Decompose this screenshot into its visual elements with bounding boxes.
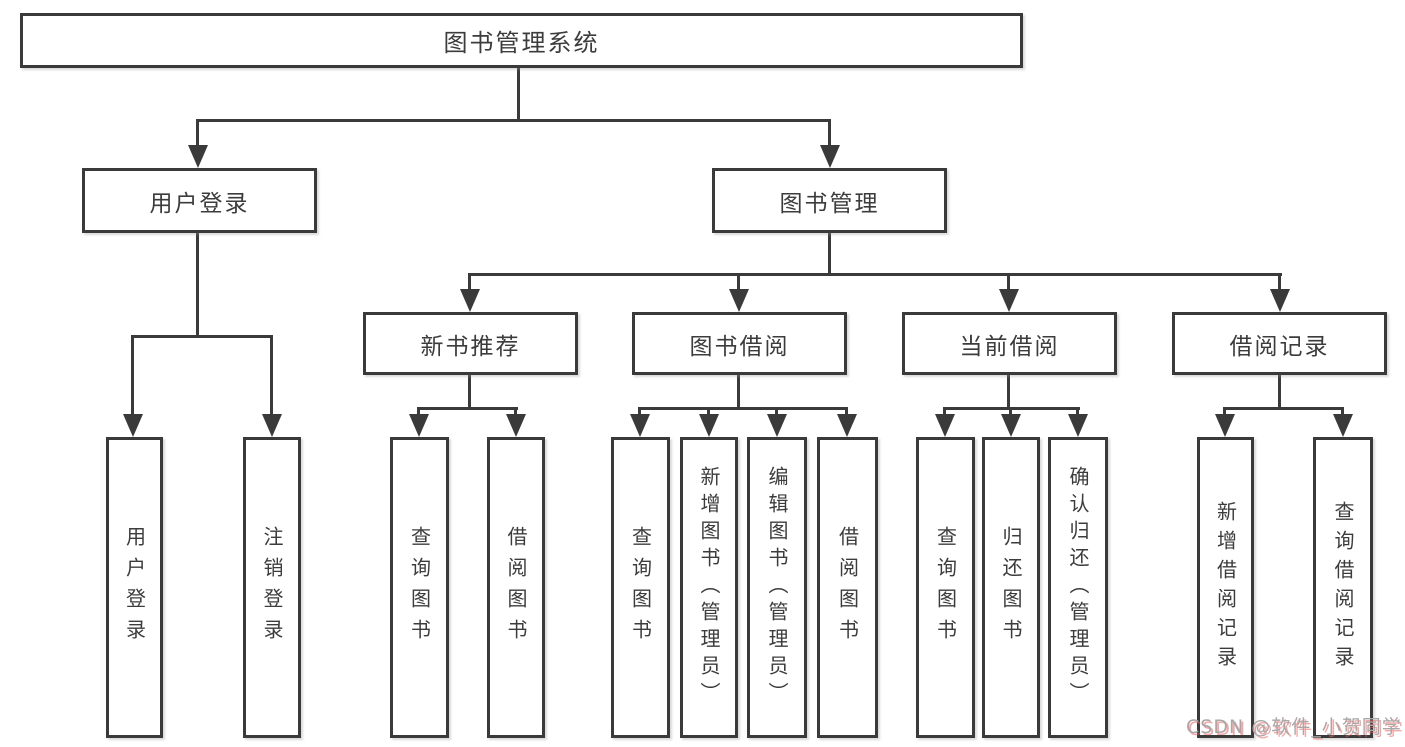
node-new-book-recommend: 新书推荐 [363, 312, 578, 375]
connector-line [196, 233, 199, 337]
node-user-login: 用户登录 [82, 168, 317, 233]
leaf-record-query-label: 查询借阅记录 [1331, 500, 1355, 675]
leaf-borrow-add-admin-label: 新增图书（管理员） [697, 466, 721, 709]
arrowhead-icon [837, 414, 857, 437]
node-new-book-recommend-label: 新书推荐 [420, 333, 521, 360]
arrowhead-icon [935, 414, 955, 437]
leaf-newbook-borrow: 借阅图书 [487, 437, 545, 738]
arrowhead-icon [820, 145, 840, 168]
leaf-user-login: 用户登录 [106, 437, 163, 738]
node-root: 图书管理系统 [20, 13, 1023, 68]
node-borrow-records: 借阅记录 [1172, 312, 1387, 375]
node-root-label: 图书管理系统 [443, 29, 600, 57]
connector-line [737, 273, 740, 293]
arrowhead-icon [188, 145, 208, 168]
leaf-newbook-borrow-label: 借阅图书 [504, 525, 528, 650]
connector-line [828, 119, 831, 150]
arrowhead-icon [460, 289, 480, 312]
node-book-management: 图书管理 [712, 168, 947, 233]
connector-line [468, 375, 471, 410]
leaf-borrow-edit-admin-label: 编辑图书（管理员） [765, 466, 789, 709]
leaf-current-query: 查询图书 [916, 437, 975, 738]
connector-line [468, 273, 1282, 276]
connector-line [468, 273, 471, 293]
connector-line [1278, 273, 1281, 293]
arrowhead-icon [630, 414, 650, 437]
connector-line [638, 407, 848, 410]
leaf-logout-label: 注销登录 [260, 525, 284, 650]
connector-line [1223, 407, 1344, 410]
arrowhead-icon [262, 414, 282, 437]
leaf-current-return-label: 归还图书 [999, 525, 1023, 650]
arrowhead-icon [506, 414, 526, 437]
node-book-borrow-label: 图书借阅 [689, 333, 790, 360]
leaf-borrow-add-admin: 新增图书（管理员） [680, 437, 738, 738]
arrowhead-icon [767, 414, 787, 437]
leaf-record-add-label: 新增借阅记录 [1213, 500, 1238, 675]
connector-line [517, 68, 520, 122]
leaf-logout: 注销登录 [243, 437, 301, 738]
connector-line [196, 119, 831, 122]
connector-line [1278, 375, 1281, 410]
arrowhead-icon [1068, 414, 1088, 437]
leaf-borrow-borrow-label: 借阅图书 [835, 525, 860, 650]
node-current-borrow: 当前借阅 [902, 312, 1117, 375]
leaf-current-return: 归还图书 [982, 437, 1040, 738]
connector-line [270, 335, 273, 418]
connector-line [417, 407, 518, 410]
leaf-borrow-query-label: 查询图书 [628, 525, 653, 650]
arrowhead-icon [999, 289, 1019, 312]
node-borrow-records-label: 借阅记录 [1229, 333, 1330, 360]
arrowhead-icon [123, 414, 143, 437]
node-user-login-label: 用户登录 [149, 190, 250, 217]
connector-line [737, 375, 740, 410]
connector-line [828, 233, 831, 276]
connector-line [1007, 273, 1010, 293]
arrowhead-icon [1270, 289, 1290, 312]
leaf-user-login-label: 用户登录 [122, 525, 147, 650]
leaf-borrow-borrow: 借阅图书 [817, 437, 878, 738]
node-book-borrow: 图书借阅 [632, 312, 847, 375]
watermark: CSDN @软件_小贺同学 [1186, 716, 1402, 738]
arrowhead-icon [1001, 414, 1021, 437]
leaf-record-add: 新增借阅记录 [1197, 437, 1254, 738]
leaf-newbook-query-label: 查询图书 [407, 525, 432, 650]
leaf-current-confirm-admin: 确认归还（管理员） [1048, 437, 1108, 738]
arrowhead-icon [409, 414, 429, 437]
leaf-borrow-edit-admin: 编辑图书（管理员） [747, 437, 807, 738]
arrowhead-icon [1333, 414, 1353, 437]
leaf-current-confirm-admin-label: 确认归还（管理员） [1066, 466, 1090, 709]
arrowhead-icon [699, 414, 719, 437]
leaf-newbook-query: 查询图书 [390, 437, 449, 738]
connector-line [196, 119, 199, 150]
leaf-current-query-label: 查询图书 [933, 525, 958, 650]
node-book-management-label: 图书管理 [779, 190, 880, 217]
leaf-borrow-query: 查询图书 [611, 437, 670, 738]
connector-line [131, 335, 273, 338]
leaf-record-query: 查询借阅记录 [1313, 437, 1373, 738]
connector-line [1007, 375, 1010, 410]
node-current-borrow-label: 当前借阅 [959, 333, 1060, 360]
arrowhead-icon [729, 289, 749, 312]
connector-line [131, 335, 134, 418]
arrowhead-icon [1215, 414, 1235, 437]
